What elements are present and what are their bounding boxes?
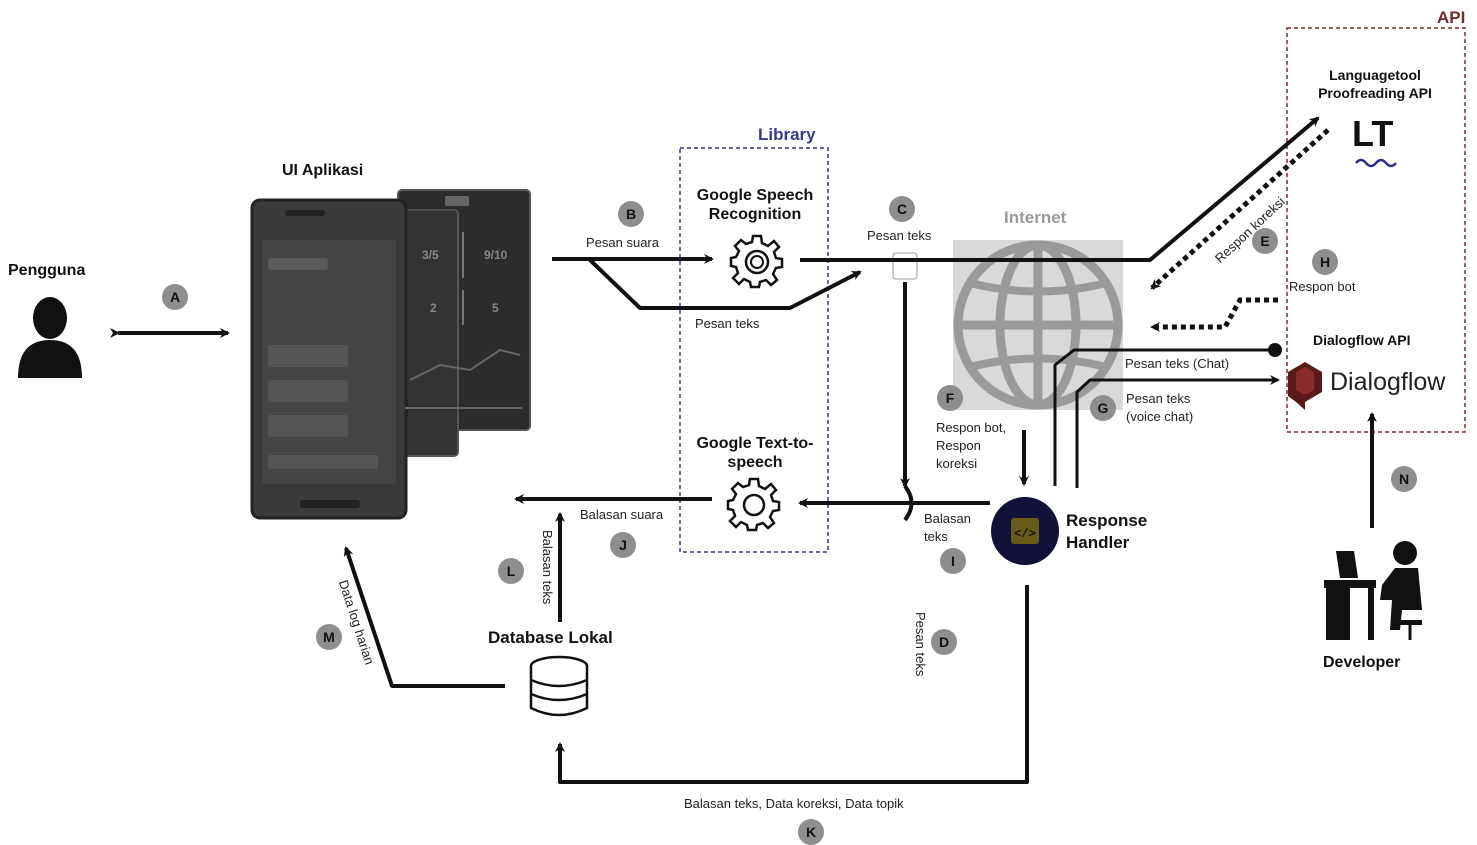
library-group-label: Library (758, 125, 816, 144)
edge-d-label: Pesan teks (913, 612, 928, 677)
tts-label: Google Text-to-speech (696, 435, 814, 471)
edge-k-arrow (555, 585, 1029, 784)
badge-h: H (1312, 249, 1338, 275)
badge-b: B (618, 201, 644, 227)
badge-c: C (889, 196, 915, 222)
phone-stat-4: 5 (492, 301, 499, 315)
badge-a: A (162, 284, 188, 310)
chat-endpoint-dot (1268, 343, 1282, 357)
api-group-box (1286, 27, 1466, 433)
developer-label: Developer (1323, 654, 1401, 671)
internet-label: Internet (1004, 208, 1067, 227)
ui-app-label: UI Aplikasi (282, 162, 364, 179)
edge-internet-arrow (800, 116, 1320, 262)
badge-i: I (940, 548, 966, 574)
badge-k: K (798, 819, 824, 845)
badge-f: F (937, 385, 963, 411)
response-handler-icon: </> (991, 497, 1059, 565)
edge-g-arrow (1075, 375, 1280, 488)
svg-text:</>: </> (1014, 527, 1036, 541)
badge-g: G (1090, 395, 1116, 421)
dialogflow-logo-icon (1288, 362, 1322, 410)
phone-stat-3: 2 (430, 301, 437, 315)
user-icon (18, 297, 82, 378)
badge-m: M (316, 624, 342, 650)
edge-e-arrow (1150, 128, 1330, 290)
dialogflow-api-label: Dialogflow API (1313, 332, 1411, 348)
edge-pesan-teks-label: Pesan teks (695, 316, 760, 331)
edge-i-label: Balasan teks (924, 511, 971, 544)
edge-k-label: Balasan teks, Data koreksi, Data topik (684, 796, 904, 811)
edge-m-arrow (343, 546, 505, 688)
speech-recognition-gear-icon (729, 234, 784, 289)
edge-chat-line (1053, 348, 1270, 486)
languagetool-wave-icon (1355, 158, 1397, 168)
badge-d: D (931, 629, 957, 655)
edge-b-label: Pesan suara (586, 235, 659, 250)
edge-g-label: Pesan teks (voice chat) (1126, 391, 1194, 424)
edge-l-label: Balasan teks (540, 530, 555, 605)
edge-c-label: Pesan teks (867, 228, 932, 243)
phone-mockup-icon (250, 189, 531, 520)
edge-f-label: Respon bot, Respon koreksi (936, 420, 1007, 471)
edge-pesan-teks-arrow (588, 258, 862, 310)
database-label: Database Lokal (488, 628, 613, 647)
phone-stat-2: 9/10 (484, 248, 508, 262)
languagetool-logo: LT (1352, 113, 1394, 154)
junction-box (892, 252, 918, 280)
edge-h-arrow (1150, 297, 1278, 332)
badge-j: J (610, 532, 636, 558)
badge-l: L (498, 558, 524, 584)
library-group-box (679, 147, 829, 553)
internet-globe-icon (953, 240, 1123, 410)
user-label: Pengguna (8, 262, 86, 279)
badge-n: N (1391, 466, 1417, 492)
edge-chat-label: Pesan teks (Chat) (1125, 356, 1230, 371)
badge-e: E (1252, 228, 1278, 254)
developer-icon (1324, 541, 1422, 640)
response-handler-label: Response Handler (1066, 511, 1148, 552)
speech-recognition-label: Google Speech Recognition (696, 187, 814, 223)
database-icon (529, 655, 589, 717)
phone-stat-1: 3/5 (422, 248, 439, 262)
tts-gear-icon (726, 477, 781, 532)
edge-j-label: Balasan suara (580, 507, 664, 522)
api-group-label: API (1437, 8, 1466, 27)
dialogflow-logo-text: Dialogflow (1330, 368, 1446, 396)
edge-h-label: Respon bot (1289, 279, 1356, 294)
languagetool-label: Languagetool Proofreading API (1318, 67, 1432, 101)
